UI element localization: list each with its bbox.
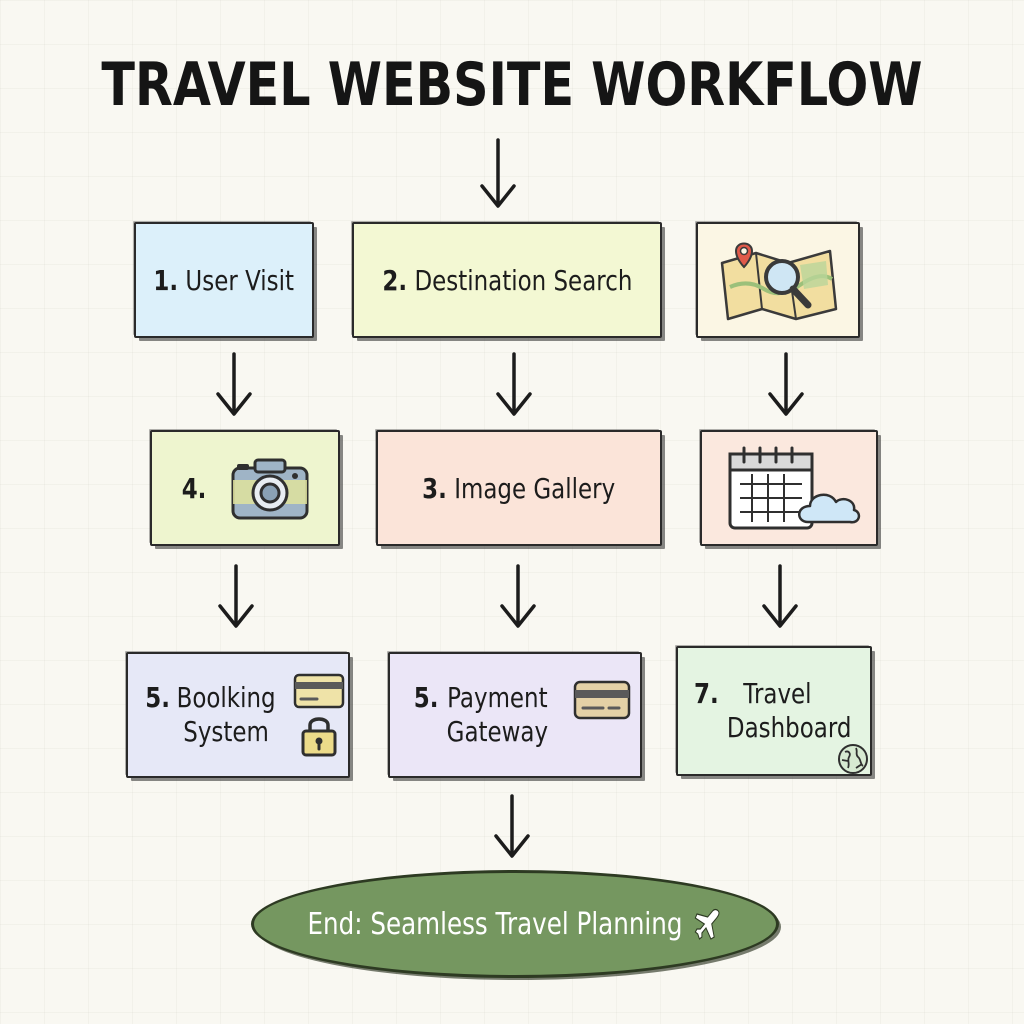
end-label: End: Seamless Travel Planning	[307, 906, 683, 942]
node-label-line1: Travel	[743, 676, 812, 710]
arrow-user-visit-down	[216, 352, 252, 416]
padlock-icon	[301, 717, 337, 757]
node-number: 3.	[422, 471, 448, 505]
node-label-line2: System	[182, 715, 269, 748]
arrow-destination-search-down	[496, 352, 532, 416]
node-label-line2: Gateway	[446, 715, 549, 748]
node-label-line1: Boolking	[176, 680, 276, 714]
calendar-cloud-icon	[728, 446, 861, 530]
node-label: Destination Search	[414, 263, 632, 297]
node-label: Image Gallery	[454, 471, 616, 505]
diagram-title: TRAVEL WEBSITE WORKFLOW	[101, 50, 923, 120]
node-camera: 4.	[150, 430, 340, 546]
node-number: 4.	[181, 471, 207, 505]
node-label-line2: Dashboard	[726, 711, 852, 744]
node-travel-dashboard: 7. Travel Dashboard	[676, 646, 872, 776]
arrow-camera-down	[218, 564, 254, 628]
map-magnifier-icon	[720, 242, 838, 321]
arrow-image-gallery-down	[500, 564, 536, 628]
node-label-line1: Payment	[447, 680, 548, 714]
arrow-payment-gateway-to-end	[494, 794, 530, 858]
node-label: User Visit	[185, 263, 295, 297]
node-number: 2.	[382, 263, 407, 297]
node-number: 7.	[694, 676, 719, 710]
airplane-icon	[695, 908, 721, 940]
arrow-calendar-down	[762, 564, 798, 628]
node-payment-gateway: 5. Payment Gateway	[388, 652, 642, 778]
globe-icon	[838, 744, 868, 774]
node-map-search	[696, 222, 860, 338]
node-destination-search: 2. Destination Search	[352, 222, 662, 338]
node-number: 5.	[144, 680, 170, 714]
node-number: 5.	[413, 680, 439, 714]
camera-icon	[231, 458, 309, 520]
credit-card-icon	[573, 680, 631, 720]
node-user-visit: 1. User Visit	[134, 222, 314, 338]
end-node: End: Seamless Travel Planning	[251, 870, 779, 978]
node-image-gallery: 3. Image Gallery	[376, 430, 662, 546]
node-number: 1.	[153, 263, 179, 297]
credit-card-icon	[294, 673, 345, 709]
node-booking-system: 5. Boolking System	[126, 652, 350, 778]
node-calendar	[700, 430, 878, 546]
arrow-title-to-row1	[480, 138, 516, 208]
arrow-map-search-down	[768, 352, 804, 416]
